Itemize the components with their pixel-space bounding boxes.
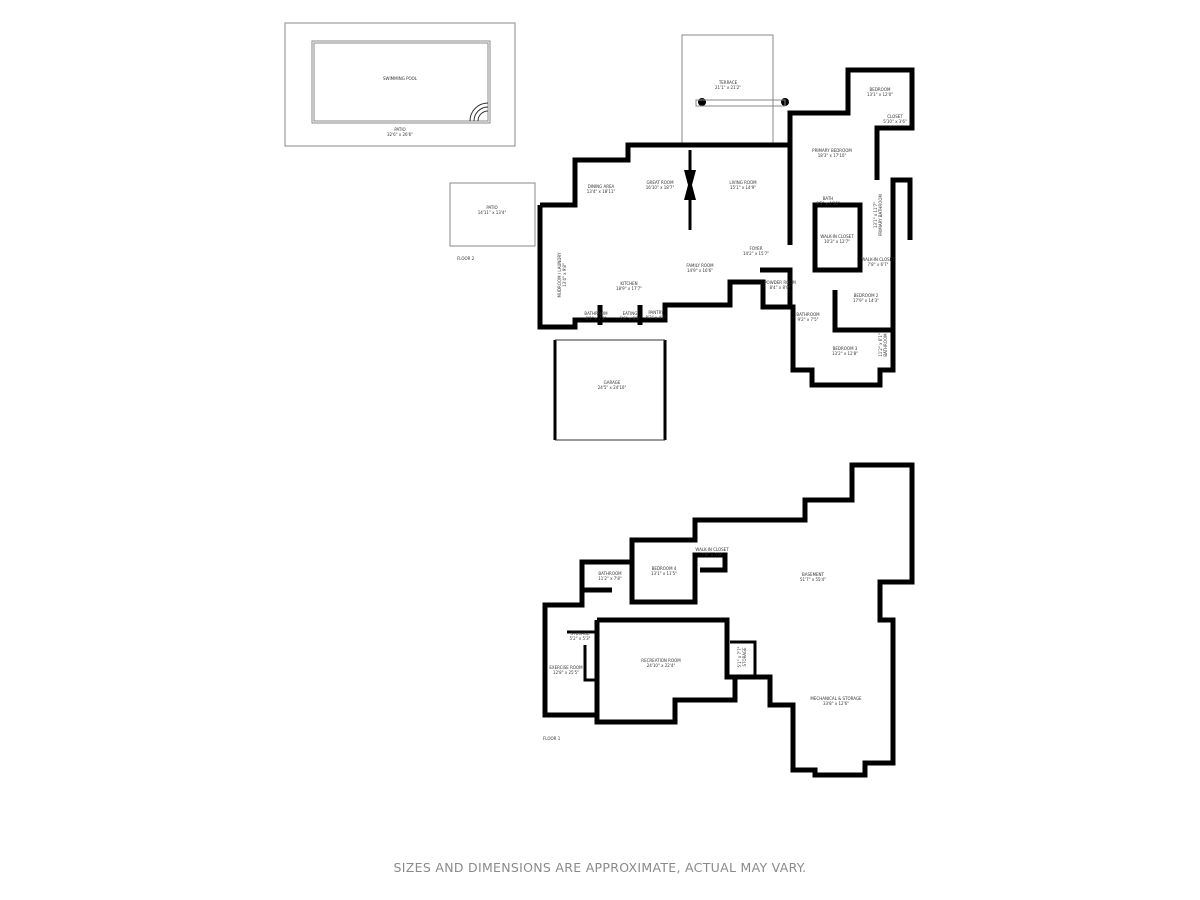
room-dims: 5'10" x 3'6": [883, 119, 907, 124]
room-dims: 13'4" x 9'8": [562, 263, 567, 287]
room-label: KITCHEN: [620, 281, 637, 286]
room-dims: 18'9" x 17'7": [616, 286, 642, 291]
lower-floor-labels: WALK-IN CLOSET 7'8" x 5'0" BEDROOM 4 13'…: [543, 547, 862, 741]
room-label: FOYER: [750, 246, 763, 251]
room-dims: 10'3" x 12'7": [824, 239, 850, 244]
room-dims: 24'10" x 22'4": [647, 663, 676, 668]
room-label: BASEMENT: [802, 572, 825, 577]
room-label: EATING: [623, 311, 638, 316]
room-label: CLOSET: [887, 114, 903, 119]
room-label: PATIO: [486, 205, 497, 210]
room-dims: 18'3" x 17'10": [818, 153, 847, 158]
room-label: BATH: [823, 196, 834, 201]
room-label: BEDROOM 3: [833, 346, 858, 351]
room-dims: 13'2" x 12'8": [832, 351, 858, 356]
room-label: BEDROOM: [870, 87, 891, 92]
room-dims: 11'2" x 7'8": [598, 576, 622, 581]
room-label: POWDER ROOM: [764, 280, 796, 285]
upper-floor-labels: SWIMMING POOL PATIO 32'6" x 26'6" TERRAC…: [383, 76, 907, 390]
lower-floor-walls: [542, 462, 915, 778]
room-dims: 21'1" x 21'2": [715, 85, 741, 90]
floor-label: FLOOR 1: [543, 736, 561, 741]
room-label: SWIMMING POOL: [383, 76, 418, 81]
room-dims: 51'7" x 55'4": [800, 577, 826, 582]
room-dims: 9'1" x 7'8": [586, 316, 607, 321]
room-label: MECHANICAL & STORAGE: [810, 696, 862, 701]
room-label: BEDROOM 4: [652, 566, 677, 571]
room-label: BATHROOM: [598, 571, 622, 576]
room-label: STORAGE: [570, 631, 590, 636]
room-label: FAMILY ROOM: [686, 263, 714, 268]
room-label: LIVING ROOM: [729, 180, 757, 185]
room-label: MUDROOM / LAUNDRY: [557, 252, 562, 297]
room-dims: 8'2" x 4'5": [646, 315, 667, 320]
room-dims: 33'8" x 12'6": [823, 701, 849, 706]
room-label: BATHROOM: [584, 311, 608, 316]
room-dims: 11'2" x 6'1": [878, 333, 883, 357]
room-dims: 16'10" x 18'7": [646, 185, 675, 190]
room-dims: 5'6" x 6'5": [620, 316, 641, 321]
room-label: GREAT ROOM: [646, 180, 674, 185]
room-dims: 14'11" x 13'4": [478, 210, 507, 215]
room-dims: 13'1" x 11'7": [873, 202, 878, 228]
room-label: GARAGE: [604, 380, 621, 385]
room-label: TERRACE: [718, 80, 738, 85]
room-dims: 12'8" x 25'5": [553, 670, 579, 675]
room-dims: 7'8" x 5'0": [702, 552, 723, 557]
room-label: PRIMARY BATHROOM: [878, 193, 883, 235]
room-dims: 13'1" x 12'0": [867, 92, 893, 97]
room-label: DINING AREA: [588, 184, 615, 189]
room-label: PRIMARY BEDROOM: [812, 148, 852, 153]
room-label: WALK-IN CLOSET: [861, 257, 895, 262]
room-label: WALK-IN CLOSET: [820, 234, 854, 239]
pool-area: [284, 22, 516, 147]
room-label: RECREATION ROOM: [641, 658, 681, 663]
west-patio: [449, 182, 536, 247]
room-dims: 7'8" x 6'7": [868, 262, 889, 267]
upper-floor-walls: [537, 67, 915, 441]
room-dims: 9'2" x 7'5": [798, 317, 819, 322]
room-dims: 14'9" x 16'6": [687, 268, 713, 273]
room-dims: 8'5" x 4'10": [816, 201, 840, 206]
floor-label: FLOOR 2: [457, 256, 475, 261]
room-dims: 24'5" x 24'10": [598, 385, 627, 390]
room-label: PATIO: [394, 127, 405, 132]
room-dims: 32'6" x 26'6": [387, 132, 413, 137]
room-dims: 8'4" x 8'0": [770, 285, 791, 290]
room-dims: 5'1" x 7'7": [737, 646, 742, 667]
room-label: BATHROOM: [883, 333, 888, 357]
room-dims: 14'2" x 15'7": [743, 251, 769, 256]
room-label: EXERCISE ROOM: [549, 665, 583, 670]
room-label: WALK-IN CLOSET: [695, 547, 729, 552]
room-dims: 17'9" x 14'3": [853, 298, 879, 303]
room-label: PANTRY: [648, 310, 664, 315]
room-dims: 15'1" x 14'9": [730, 185, 756, 190]
room-dims: 5'2" x 5'3": [570, 636, 591, 641]
room-dims: 13'1" x 11'5": [651, 571, 677, 576]
terrace: [681, 34, 789, 146]
room-label: BEDROOM 2: [854, 293, 879, 298]
room-label: BATHROOM: [796, 312, 820, 317]
room-label: STORAGE: [742, 647, 747, 667]
room-dims: 13'4" x 18'11": [587, 189, 616, 194]
disclaimer: SIZES AND DIMENSIONS ARE APPROXIMATE, AC…: [393, 860, 807, 875]
